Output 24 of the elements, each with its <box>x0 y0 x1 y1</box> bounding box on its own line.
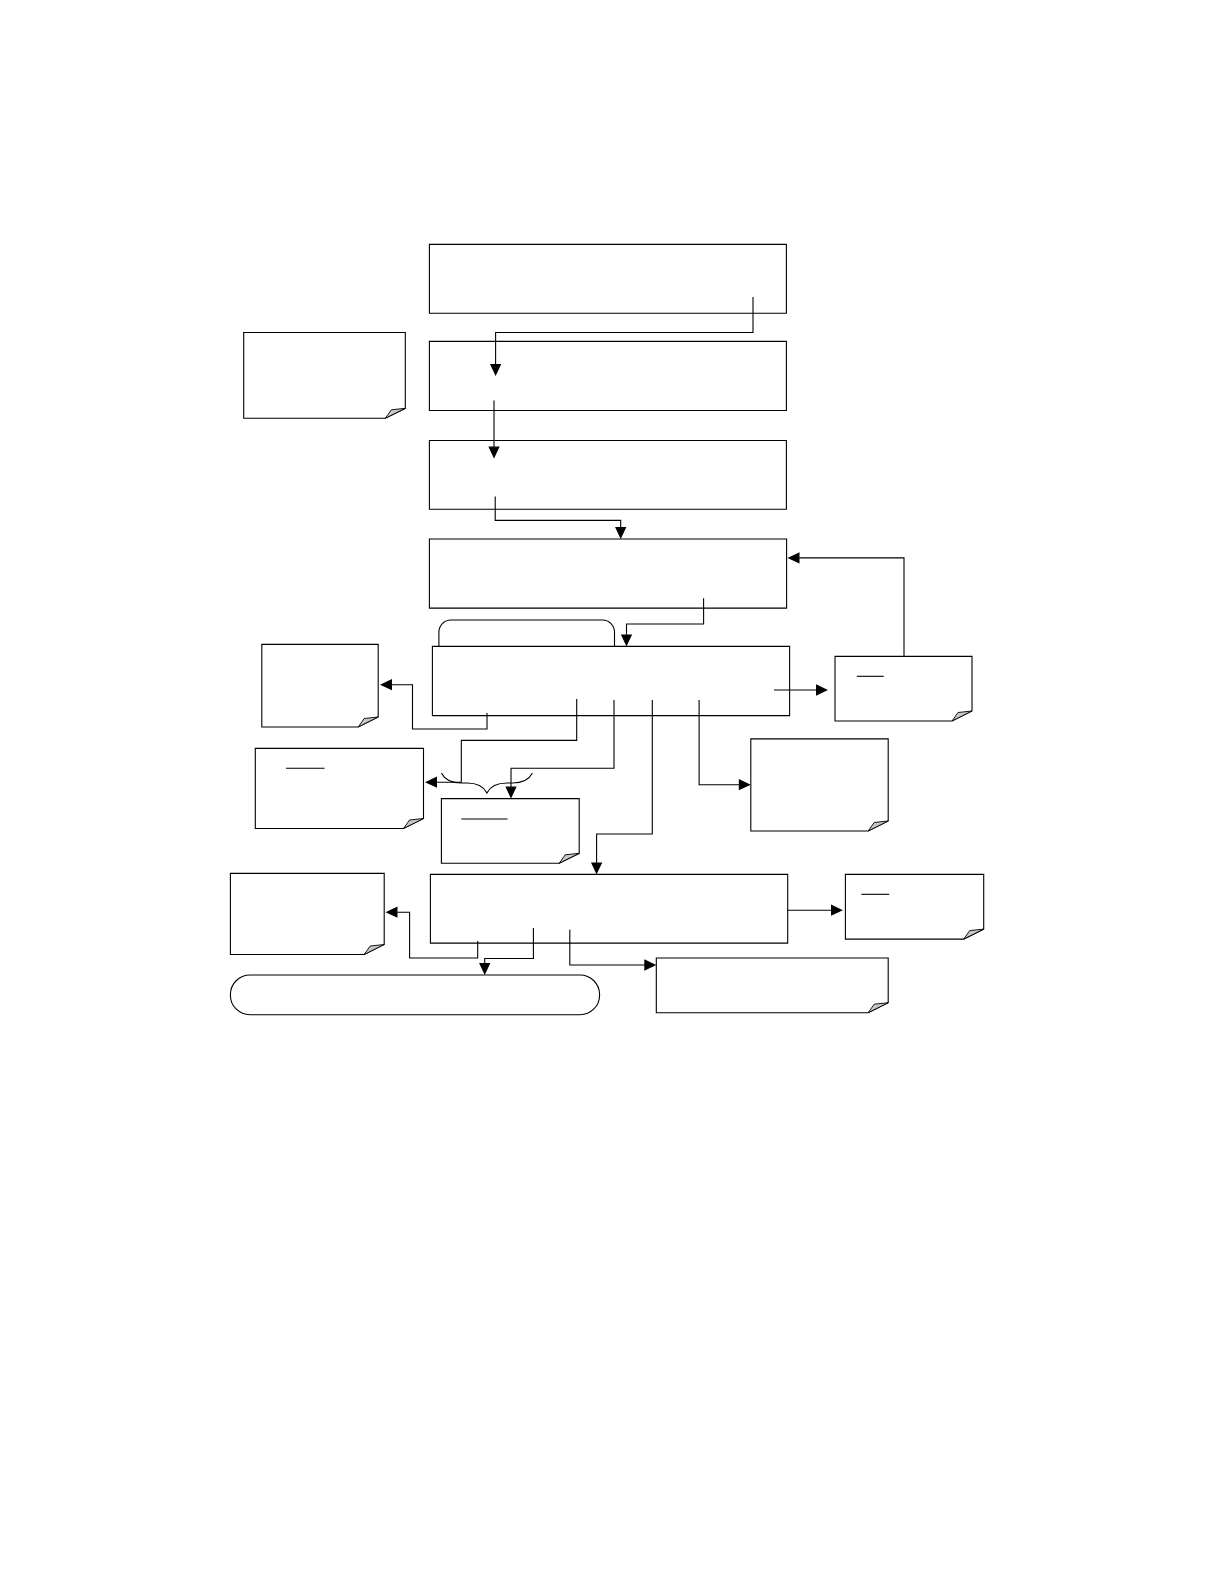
process-box <box>428 340 787 412</box>
tab <box>438 619 616 647</box>
arrow <box>698 699 751 791</box>
arrow <box>786 904 843 916</box>
arrow <box>773 684 828 696</box>
process-box <box>431 645 791 717</box>
arrow <box>380 679 488 730</box>
process-box <box>428 243 787 314</box>
arrow <box>425 698 578 788</box>
note <box>750 738 889 832</box>
process-box <box>428 439 787 510</box>
process-box <box>428 538 788 609</box>
note <box>229 872 385 956</box>
arrow <box>494 495 627 539</box>
note <box>254 747 425 830</box>
note <box>655 957 889 1014</box>
note <box>834 655 973 722</box>
note <box>243 331 406 419</box>
process-box <box>429 873 789 944</box>
note <box>440 798 580 864</box>
terminator <box>229 974 601 1016</box>
arrow <box>479 927 534 975</box>
note <box>844 873 985 940</box>
note <box>261 643 379 728</box>
